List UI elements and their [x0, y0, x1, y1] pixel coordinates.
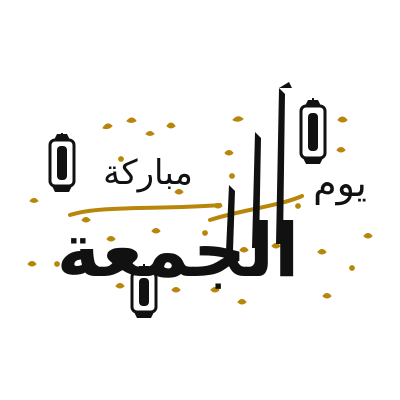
- flourish-3: [145, 131, 155, 136]
- flourish-19: [363, 233, 373, 239]
- flourish-15: [171, 287, 181, 293]
- tall-stroke-3: [226, 185, 235, 251]
- flourish-7: [336, 147, 346, 153]
- flourish-13: [239, 247, 249, 253]
- flourish-23: [106, 236, 116, 242]
- calligraphy-strokes: [226, 82, 292, 251]
- tall-stroke-1: [276, 88, 285, 244]
- gold-dot-4: [295, 203, 301, 209]
- flourish-16: [210, 287, 220, 293]
- tall-stroke-4: [279, 82, 292, 88]
- gold-dot-5: [349, 265, 355, 271]
- flourish-18: [322, 293, 332, 299]
- gold-swash-left: [68, 203, 222, 217]
- tall-stroke-2: [252, 132, 261, 248]
- flourish-10: [81, 217, 91, 223]
- gold-dot-2: [229, 173, 235, 179]
- main-greeting-text: الجمعة: [57, 208, 300, 294]
- flourish-4: [166, 122, 176, 129]
- gold-flourishes: [27, 116, 373, 305]
- flourish-12: [115, 283, 125, 289]
- flourish-1: [102, 123, 113, 130]
- flourish-17: [317, 249, 327, 255]
- flourish-8: [224, 150, 234, 156]
- flourish-14: [178, 265, 188, 271]
- flourish-21: [271, 243, 281, 249]
- flourish-20: [237, 299, 247, 305]
- gold-dot-3: [202, 230, 208, 236]
- secondary-greeting-text: مباركة: [103, 153, 193, 193]
- flourish-25: [151, 228, 161, 234]
- gold-dot-6: [54, 261, 60, 267]
- flourish-9: [29, 198, 39, 203]
- flourish-22: [27, 261, 37, 267]
- gold-dot-1: [118, 156, 124, 162]
- lantern-icon-bottom: [130, 264, 158, 318]
- lantern-icon-right: [299, 98, 327, 164]
- upper-greeting-text: يوم: [313, 161, 367, 206]
- flourish-24: [174, 189, 184, 195]
- flourish-5: [232, 116, 244, 122]
- lantern-icon-left: [48, 133, 76, 192]
- flourish-6: [337, 116, 348, 123]
- flourish-2: [126, 117, 137, 123]
